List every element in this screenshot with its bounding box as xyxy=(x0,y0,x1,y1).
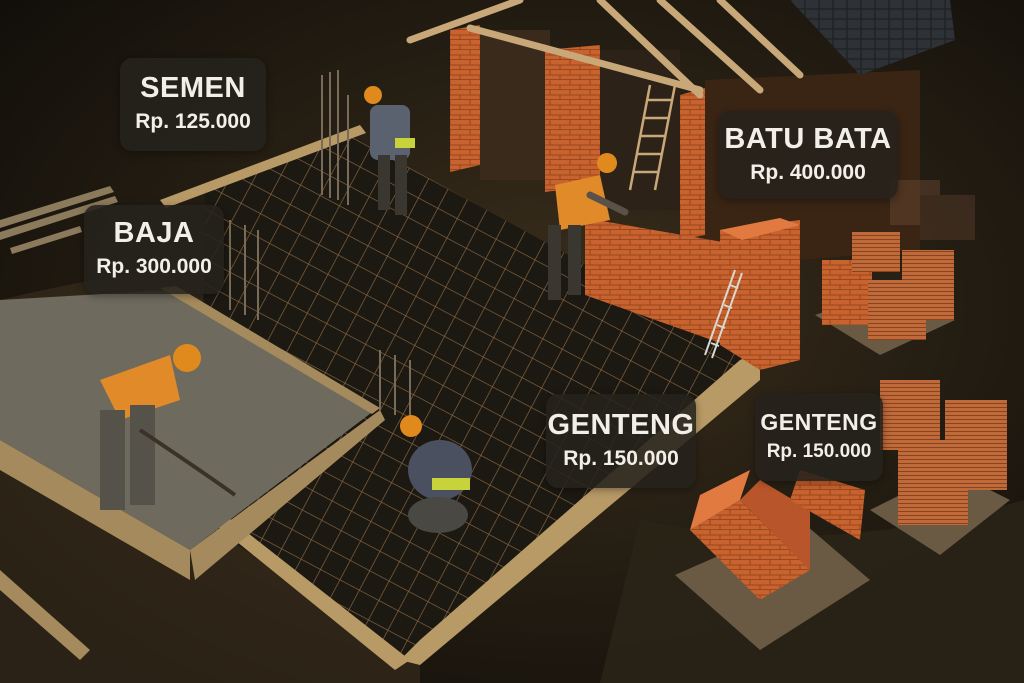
material-price: Rp. 150.000 xyxy=(563,446,679,470)
worker-crouching xyxy=(400,415,472,533)
worker-top xyxy=(364,86,415,215)
rebar-grid xyxy=(200,135,760,660)
concrete-slab xyxy=(0,290,375,550)
price-label-semen: SEMEN Rp. 125.000 xyxy=(120,58,266,151)
mixed-pallet-mid-right xyxy=(815,232,955,355)
material-price: Rp. 125.000 xyxy=(135,110,251,134)
worker-concrete xyxy=(100,344,237,510)
brick-wall xyxy=(585,218,740,350)
roof-tiles xyxy=(790,0,955,75)
material-name: GENTENG xyxy=(760,409,878,436)
material-price: Rp. 400.000 xyxy=(750,160,866,184)
brick-pallet-front xyxy=(675,470,870,650)
material-name: SEMEN xyxy=(140,72,246,105)
material-price: Rp. 150.000 xyxy=(766,440,872,462)
worker-wall xyxy=(548,153,629,300)
material-name: BATU BATA xyxy=(724,122,892,155)
tile-pallets-right xyxy=(870,380,1010,555)
price-label-baja: BAJA Rp. 300.000 xyxy=(84,205,224,294)
price-label-batu-bata: BATU BATA Rp. 400.000 xyxy=(718,111,898,199)
price-label-genteng-2: GENTENG Rp. 150.000 xyxy=(755,393,883,481)
price-label-genteng-1: GENTENG Rp. 150.000 xyxy=(546,394,696,488)
material-name: GENTENG xyxy=(547,408,695,441)
material-price: Rp. 300.000 xyxy=(96,255,212,279)
material-name: BAJA xyxy=(113,217,195,250)
dim-pallet-back-right xyxy=(890,180,975,240)
